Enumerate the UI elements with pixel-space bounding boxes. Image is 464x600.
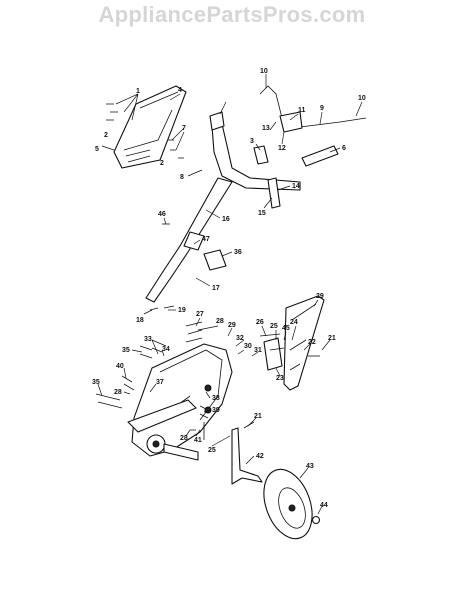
- callout-35: 35: [92, 379, 100, 386]
- callout-46: 46: [158, 211, 166, 218]
- bracket-36[interactable]: [203, 249, 227, 271]
- callout-25: 25: [208, 447, 216, 454]
- callout-2: 2: [160, 160, 164, 167]
- callout-25: 25: [270, 323, 278, 330]
- callout-1: 1: [136, 88, 140, 95]
- callout-27: 27: [196, 311, 204, 318]
- callout-19: 19: [178, 307, 186, 314]
- callout-40: 40: [116, 363, 124, 370]
- callout-21: 21: [254, 413, 262, 420]
- callout-labels: 1 2 2 4 5 7 8 3 6 9 10 10 11 12 13 14 15…: [92, 68, 366, 509]
- callout-23: 23: [276, 375, 284, 382]
- callout-35: 35: [122, 347, 130, 354]
- callout-13: 13: [262, 125, 270, 132]
- callout-39: 39: [212, 407, 220, 414]
- callout-11: 11: [298, 107, 306, 114]
- depth-stake-bracket[interactable]: [263, 337, 283, 371]
- callout-7: 7: [182, 125, 186, 132]
- callout-22: 22: [308, 339, 316, 346]
- callout-15: 15: [258, 210, 266, 217]
- callout-41: 41: [194, 437, 202, 444]
- callout-17: 17: [212, 285, 220, 292]
- callout-4: 4: [178, 87, 182, 94]
- callout-3: 3: [250, 138, 254, 145]
- engine-mount-plate[interactable]: [127, 399, 197, 433]
- wheel-nut-44[interactable]: [311, 515, 321, 525]
- callout-8: 8: [180, 174, 184, 181]
- callout-26: 26: [256, 319, 264, 326]
- tine-shaft[interactable]: [146, 434, 199, 461]
- callout-29: 29: [316, 293, 324, 300]
- callout-47: 47: [202, 236, 210, 243]
- callout-31: 31: [254, 347, 262, 354]
- callout-18: 18: [136, 317, 144, 324]
- lower-handle-tube[interactable]: [145, 177, 233, 303]
- callout-28: 28: [180, 435, 188, 442]
- callout-6: 6: [342, 145, 346, 152]
- callout-14: 14: [292, 183, 300, 190]
- drag-bar-bracket[interactable]: [283, 295, 325, 391]
- callout-21: 21: [328, 335, 336, 342]
- control-lever[interactable]: [259, 85, 367, 133]
- wheel-bracket-42[interactable]: [231, 427, 263, 485]
- callout-10: 10: [358, 95, 366, 102]
- callout-16: 16: [222, 216, 230, 223]
- callout-9: 9: [320, 105, 324, 112]
- callout-32: 32: [236, 335, 244, 342]
- callout-10: 10: [260, 68, 268, 75]
- callout-33: 33: [144, 336, 152, 343]
- handle-grip-right[interactable]: [301, 145, 339, 167]
- callout-34: 34: [162, 346, 170, 353]
- handle-knob[interactable]: [253, 145, 269, 165]
- callout-2: 2: [104, 132, 108, 139]
- console-cover[interactable]: [113, 85, 187, 169]
- callout-24: 24: [290, 319, 298, 326]
- callout-12: 12: [278, 145, 286, 152]
- callout-44: 44: [320, 502, 328, 509]
- wheel-43[interactable]: [255, 463, 321, 546]
- callout-28: 28: [216, 318, 224, 325]
- callout-42: 42: [256, 453, 264, 460]
- callout-30: 30: [244, 343, 252, 350]
- callout-37: 37: [156, 379, 164, 386]
- adjuster-rod-14[interactable]: [267, 177, 281, 209]
- watermark-text: AppliancePartsPros.com: [98, 2, 366, 27]
- callout-5: 5: [95, 146, 99, 153]
- callout-28: 28: [114, 389, 122, 396]
- callout-43: 43: [306, 463, 314, 470]
- callout-38: 38: [212, 395, 220, 402]
- leader-lines: [97, 74, 363, 515]
- fasteners: [95, 103, 320, 440]
- upper-handle-tube[interactable]: [209, 111, 301, 191]
- callout-45: 45: [282, 325, 290, 332]
- callout-36: 36: [234, 249, 242, 256]
- callout-29: 29: [228, 322, 236, 329]
